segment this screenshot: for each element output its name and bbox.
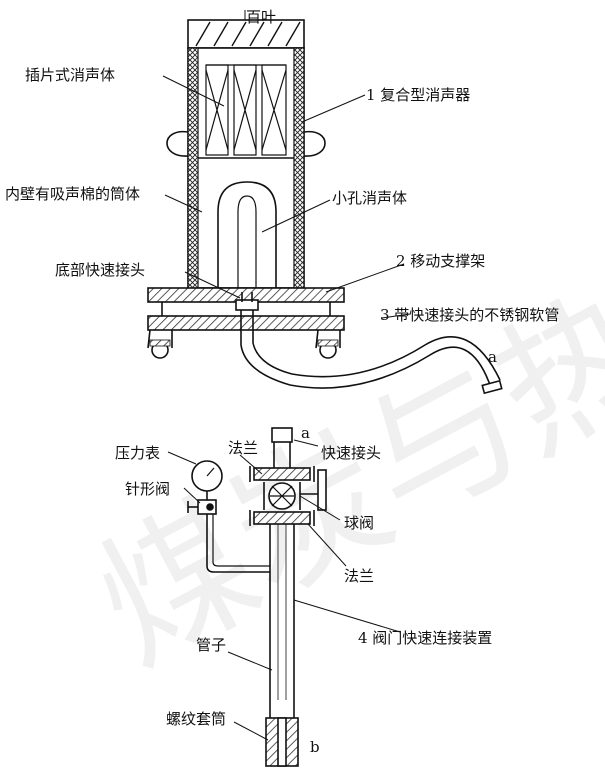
label-flange-bottom: 法兰 [344, 567, 374, 585]
cylinder-body [187, 47, 305, 289]
label-quick-connector: 快速接头 [321, 444, 381, 462]
stainless-hose [240, 310, 503, 395]
left-handle [166, 130, 189, 157]
label-point-a-bottom: a [301, 424, 310, 442]
lower-flange [249, 510, 315, 526]
insert-muffler [205, 64, 287, 156]
main-pipe [269, 524, 295, 718]
leader-lines-top [162, 10, 411, 319]
inner-pipe [237, 195, 257, 288]
label-louver: 百叶 [246, 8, 276, 26]
label-flange-top: 法兰 [228, 439, 258, 457]
label-thread-sleeve: 螺纹套筒 [166, 710, 226, 728]
label-composite-muffler: 1 复合型消声器 [366, 86, 470, 104]
label-insert-muffler: 插片式消声体 [25, 66, 115, 84]
bypass-pipe [206, 514, 270, 573]
label-ball-valve: 球阀 [344, 514, 374, 532]
label-needle-valve: 针形阀 [125, 480, 170, 498]
label-support-frame: 2 移动支撑架 [396, 252, 485, 270]
label-cylinder: 内壁有吸声棉的筒体 [5, 185, 140, 203]
label-point-a-top: a [488, 348, 497, 366]
label-pressure-gauge: 压力表 [115, 444, 160, 462]
thread-sleeve [265, 717, 299, 767]
label-pipe: 管子 [196, 636, 226, 654]
label-bottom-connector: 底部快速接头 [55, 261, 145, 279]
louver [187, 19, 305, 49]
label-hose: 3 带快速接头的不锈钢软管 [380, 306, 559, 324]
needle-valve [187, 499, 217, 515]
support-frame [147, 287, 345, 331]
quick-connector [271, 427, 293, 443]
pressure-gauge [191, 460, 223, 500]
label-orifice-muffler: 小孔消声体 [332, 189, 407, 207]
leader-lines-bottom [167, 439, 401, 741]
upper-flange [249, 466, 315, 482]
right-handle [303, 130, 326, 157]
label-point-b: b [310, 738, 320, 756]
muffler-assembly [147, 10, 503, 395]
label-valve-device: 4 阀门快速连接装置 [358, 629, 492, 647]
wheels [147, 329, 341, 359]
ball-valve [263, 469, 327, 511]
orifice-muffler [217, 181, 277, 288]
valve-connection-device [167, 427, 401, 767]
